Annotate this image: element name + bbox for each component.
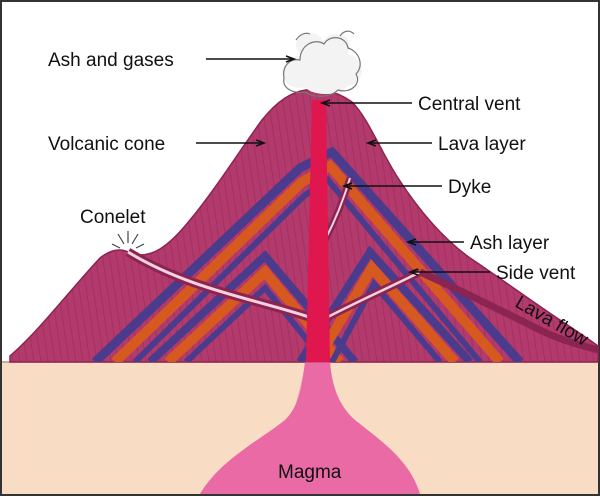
label-lava-layer: Lava layer xyxy=(438,134,526,155)
label-central-vent: Central vent xyxy=(418,94,521,115)
label-ash-and-gases: Ash and gases xyxy=(48,50,174,71)
label-volcanic-cone: Volcanic cone xyxy=(48,134,165,155)
label-magma: Magma xyxy=(278,462,342,483)
label-conelet: Conelet xyxy=(80,207,146,228)
label-dyke: Dyke xyxy=(448,177,491,198)
label-side-vent: Side vent xyxy=(496,263,576,284)
label-ash-layer: Ash layer xyxy=(470,233,550,254)
